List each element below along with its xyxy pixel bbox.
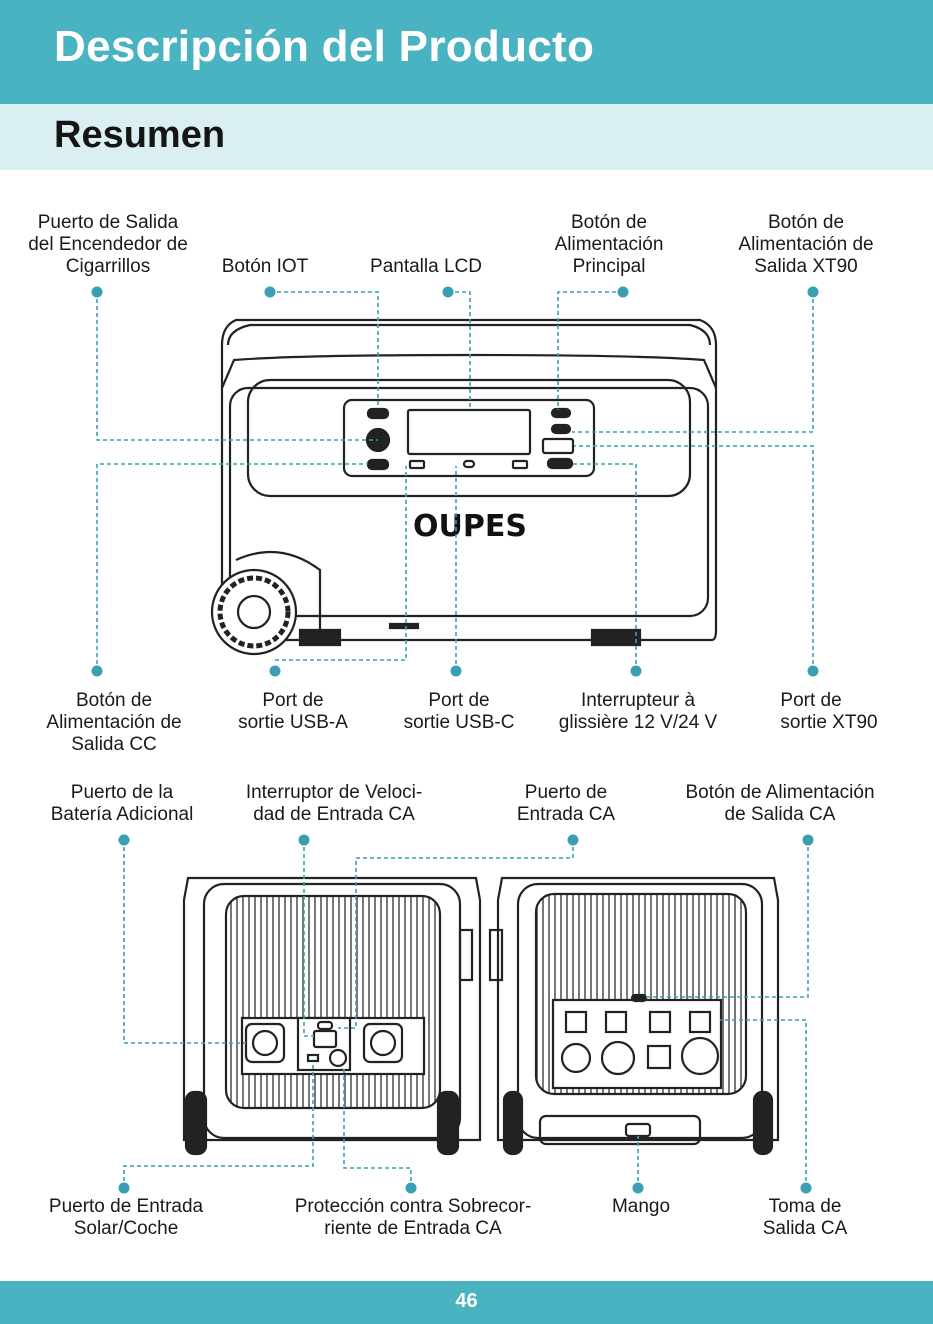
- label-ac-speed-switch: Interruptor de Veloci-dad de Entrada CA: [245, 782, 423, 825]
- header-bar: Descripción del Producto: [0, 0, 933, 104]
- page-number: 46: [455, 1290, 478, 1312]
- footer-bar: 46: [0, 1281, 933, 1324]
- label-ac-overcurrent-protection: Protección contra Sobrecor-riente de Ent…: [294, 1196, 532, 1239]
- brand-logo: OUPES: [413, 509, 527, 544]
- section-bar: Resumen: [0, 104, 933, 170]
- section-title: Resumen: [54, 114, 226, 156]
- lcd-screen: [406, 408, 532, 456]
- callout-lines: [96, 291, 814, 1188]
- page-title: Descripción del Producto: [54, 22, 595, 71]
- callout-dots: [91, 286, 819, 1194]
- front-view: [210, 318, 718, 656]
- label-lcd-screen: Pantalla LCD: [370, 256, 482, 277]
- label-iot-button: Botón IOT: [221, 256, 309, 277]
- rear-view-right: [488, 876, 780, 1156]
- label-handle: Mango: [611, 1196, 671, 1217]
- rear-view-left: [182, 876, 482, 1156]
